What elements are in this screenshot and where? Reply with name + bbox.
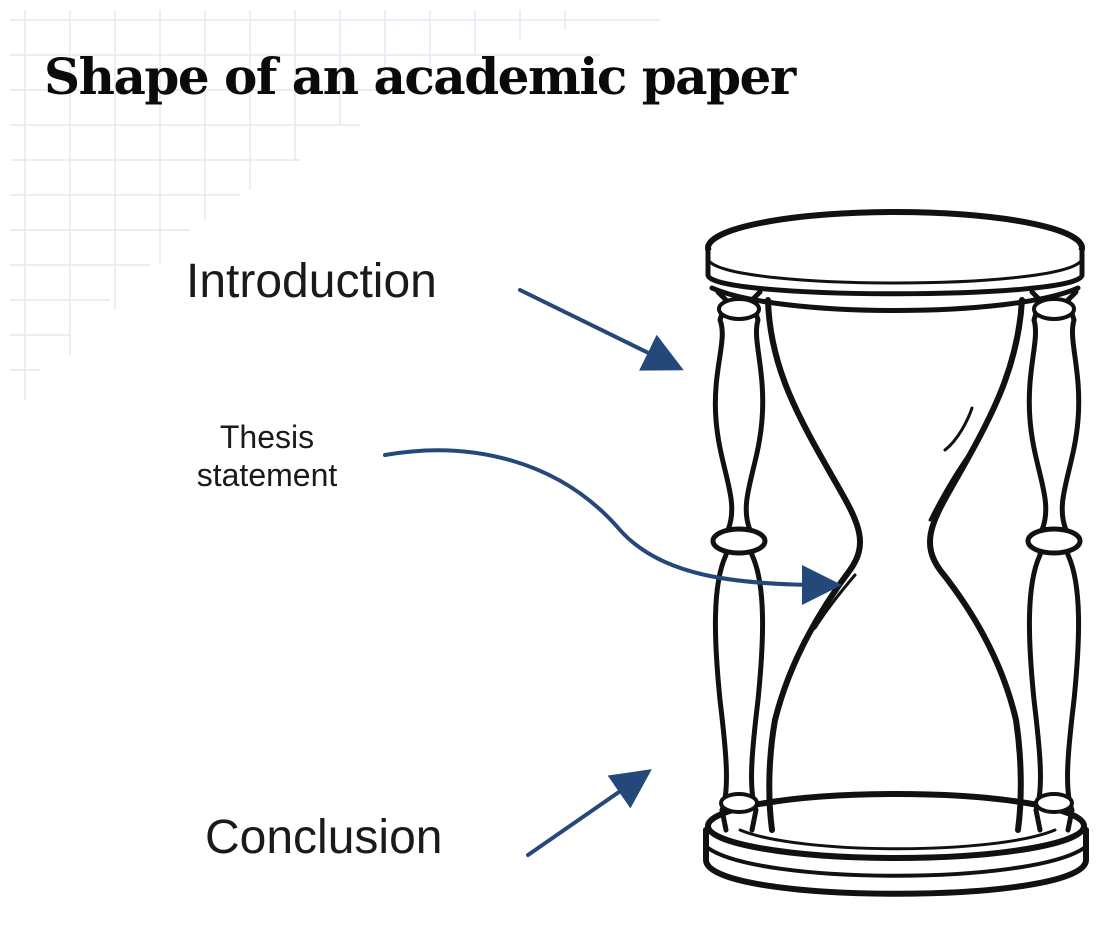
introduction-label: Introduction bbox=[186, 255, 437, 308]
thesis-arrow bbox=[383, 448, 842, 605]
thesis-label-line-2: statement bbox=[196, 457, 338, 493]
thesis-label-line-1: Thesis bbox=[219, 419, 315, 455]
page-title: Shape of an academic paper bbox=[44, 47, 796, 106]
conclusion-arrow bbox=[526, 769, 652, 857]
conclusion-label: Conclusion bbox=[205, 811, 443, 864]
thesis-statement-label: Thesis statement bbox=[172, 418, 362, 494]
arrows bbox=[383, 288, 842, 857]
hourglass-icon bbox=[703, 209, 1089, 897]
introduction-arrow bbox=[518, 288, 684, 371]
